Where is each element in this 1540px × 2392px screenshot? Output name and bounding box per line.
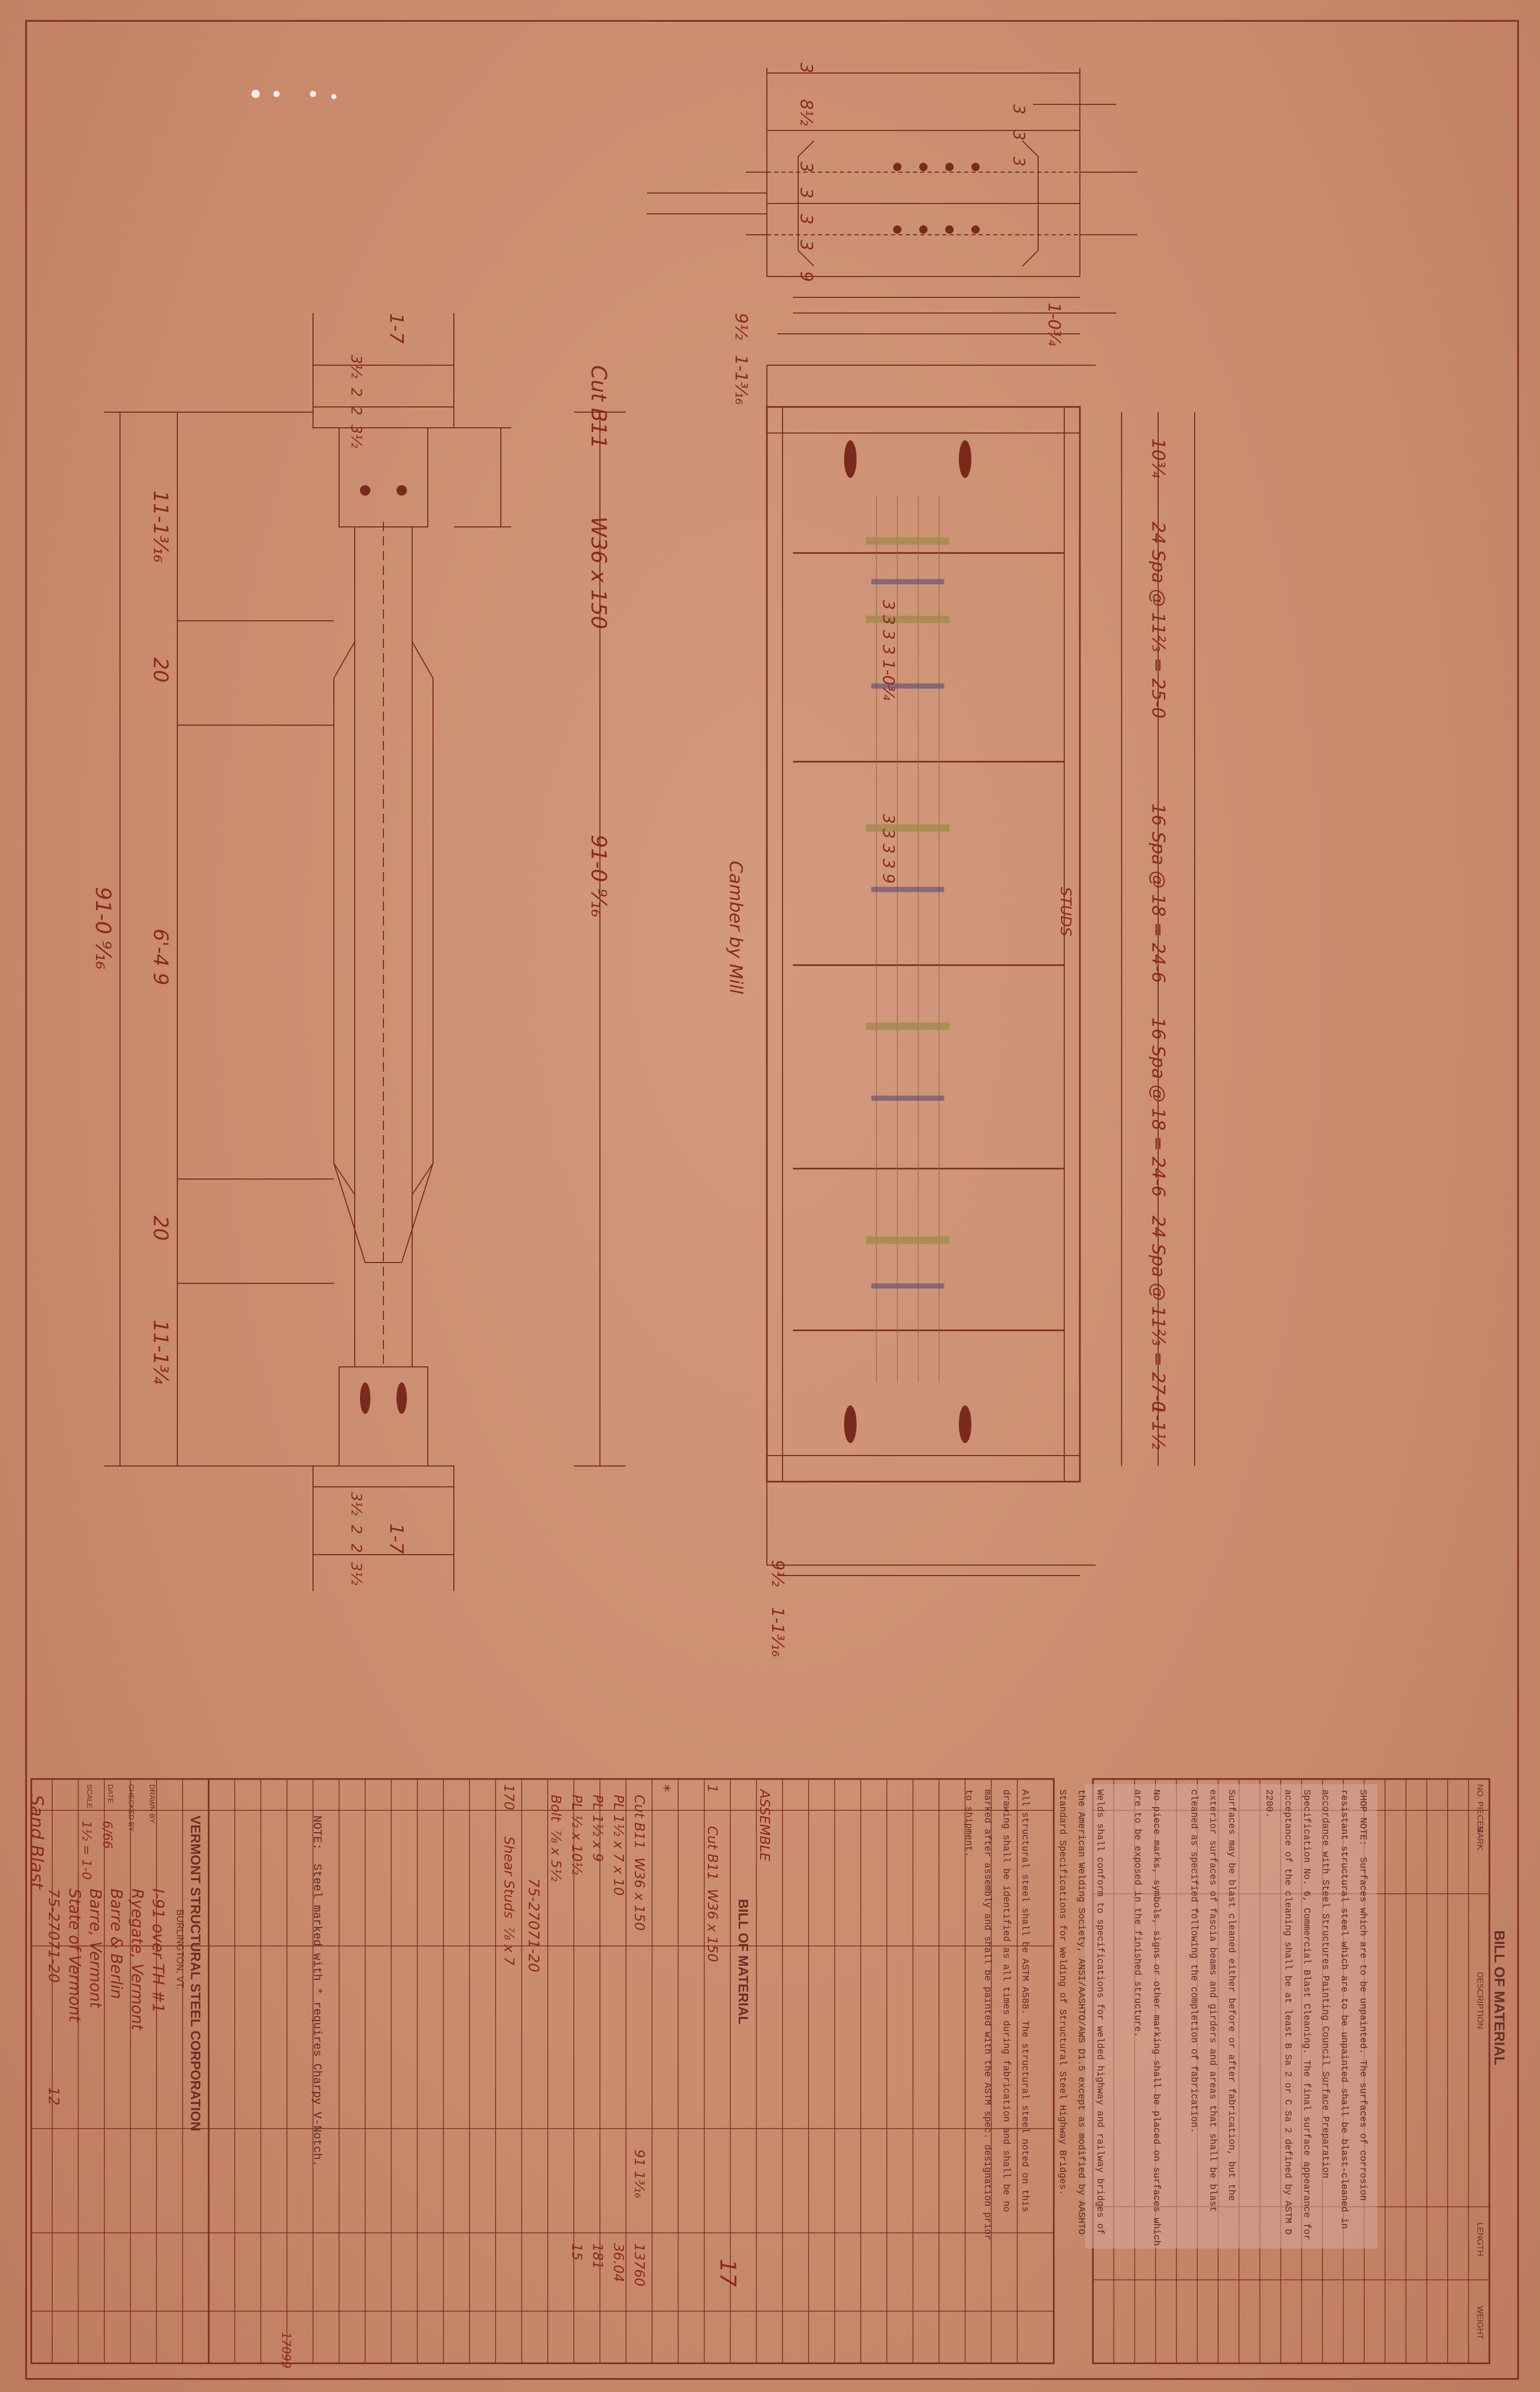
top-total-dim: 1-0¾ xyxy=(1044,303,1064,346)
sheet-circle-no: 17 xyxy=(715,2259,741,2287)
bom-row-5-desc: PL ½ x 10½ xyxy=(569,1795,584,1875)
bom-job-no: 75-27071-20 xyxy=(525,1878,543,1973)
top-inner-1: 3 xyxy=(1009,104,1028,115)
side-mark-top: 3½ 2 2 3½ xyxy=(348,355,365,448)
side-center: 6'-4 9 xyxy=(149,929,172,985)
architect: State of Vermont xyxy=(65,1889,83,2022)
elev-bot-dim-1: 9½ xyxy=(768,1560,788,1587)
bom2-title: BILL OF MATERIAL xyxy=(736,1899,751,2025)
bom-h-length: LENGTH xyxy=(1475,2222,1484,2256)
bolt-holes xyxy=(360,163,980,1443)
top-dim-5: 3 xyxy=(797,214,816,225)
girder-elevation xyxy=(766,333,1195,1576)
bom-row-7-desc: Shear Studs ⅞ x 7 xyxy=(501,1836,516,1966)
bom-row-6-desc: Bolt ⅞ x 5½ xyxy=(548,1795,563,1882)
shear-studs xyxy=(876,496,940,1383)
assembly-label: ASSEMBLE xyxy=(756,1789,772,1861)
stiffeners xyxy=(793,552,1064,1331)
stud-spacing-4: 16 Spa @ 18 = 24-6 xyxy=(1148,1017,1169,1197)
side-dim-2: 20 xyxy=(149,657,172,683)
shop-note: SHOP NOTE: Surfaces which are to be unpa… xyxy=(963,1789,1368,2246)
project: I-91 over TH #1 xyxy=(149,1889,167,2013)
bom-row-3-wt: 36.04 xyxy=(610,2243,626,2282)
bom-row-0-desc: Cut B11 W36 x 150 xyxy=(704,1826,720,1962)
elev-top-dim-1: 9½ xyxy=(731,313,751,340)
stud-row-2: 3 3 3 3 9 xyxy=(879,814,897,884)
side-view xyxy=(104,313,511,1591)
stud-spacing-3: 16 Spa @ 18 = 24-6 xyxy=(1148,803,1169,983)
sheet-no: 12 xyxy=(45,2087,63,2106)
side-dim-3: 20 xyxy=(149,1216,172,1241)
beam-mark: Cut B11 xyxy=(586,365,610,449)
company-city: BURLINGTON, VT. xyxy=(175,1909,185,1990)
top-inner-3: 3 xyxy=(1009,157,1028,167)
top-dim-3: 3 xyxy=(797,162,816,173)
signature: Sand Blast xyxy=(26,1795,47,1890)
bom-h-desc: DESCRIPTION xyxy=(1475,1972,1484,2029)
company-name: VERMONT STRUCTURAL STEEL CORPORATION xyxy=(188,1816,203,2132)
stud-markers xyxy=(866,537,949,1289)
bom-row-5-wt: 15 xyxy=(569,2243,584,2261)
scale: 1½ = 1-0 xyxy=(79,1821,94,1880)
side-dim-4: 11-1¾ xyxy=(149,1320,172,1385)
location: Ryegate, Vermont xyxy=(128,1889,146,2030)
stud-row-1: 3 3 3 3 1-0¾ xyxy=(879,600,897,701)
bom-row-0-qty: 1 xyxy=(704,1784,720,1793)
bom-h-mark: MARK xyxy=(1475,1826,1484,1850)
center-dimension xyxy=(574,412,626,1467)
bom-h-pieces: NO. PIECES xyxy=(1475,1784,1484,1832)
stud-spacing-2: 24 Spa @ 11⅔ = 25-0 xyxy=(1148,522,1169,719)
top-plan-view xyxy=(647,68,1137,314)
charpy-note: NOTE: Steel marked with * requires Charp… xyxy=(310,1816,323,2167)
elev-bot-dim-2: 1-1³⁄₁₆ xyxy=(768,1607,788,1657)
beam-length: 91-0 ⁹⁄₁₆ xyxy=(586,835,610,918)
checked-label: CHECKED BY xyxy=(127,1784,136,1832)
scale-label: SCALE xyxy=(86,1784,94,1808)
top-inner-2: 3 xyxy=(1009,130,1028,141)
drawn-label: DRAWN BY xyxy=(148,1784,157,1823)
top-dim-6: 3 xyxy=(797,240,816,251)
total-weight: 17099 xyxy=(279,2332,292,2369)
side-mark-bottom: 3½ 2 2 3½ xyxy=(348,1492,365,1585)
bom-row-2-wt: 13760 xyxy=(631,2243,647,2287)
bom-row-1-mark: * xyxy=(655,1784,673,1792)
side-total: 91-0 ⁹⁄₁₆ xyxy=(91,887,115,970)
bom-title: BILL OF MATERIAL xyxy=(1491,1930,1508,2065)
top-dim-7: 9 xyxy=(797,271,816,282)
stud-spacing-5: 24 Spa @ 11⅔ = 27-0 xyxy=(1148,1216,1169,1413)
side-bottom-width: 1-7 xyxy=(386,1523,407,1554)
punch-holes xyxy=(251,90,336,99)
bom-row-2-desc: Cut B11 W36 x 150 xyxy=(631,1795,647,1931)
elev-top-dim-2: 1-1³⁄₁₆ xyxy=(731,355,751,405)
bom-row-4-wt: 181 xyxy=(589,2243,605,2269)
job-no: 75-27071-20 xyxy=(45,1889,63,1983)
bom-row-3-desc: PL 1½ x 7 x 10 xyxy=(610,1795,626,1896)
top-dim-1: 3 xyxy=(797,63,816,74)
studs-label: STUDS xyxy=(1057,887,1075,936)
date: 6/66 xyxy=(100,1821,115,1849)
bom-row-7-qty: 170 xyxy=(501,1784,516,1810)
side-top-width: 1-7 xyxy=(386,313,407,344)
top-dim-2: 8½ xyxy=(797,99,816,126)
customer: Barre, Vermont xyxy=(86,1889,104,2009)
bom-row-2-len: 91 1³⁄₁₆ xyxy=(631,2149,647,2198)
beam-section: W36 x 150 xyxy=(586,516,610,629)
bom-grid xyxy=(30,1778,1490,2364)
bom-h-weight: WEIGHT xyxy=(1475,2306,1484,2339)
stud-spacing-1: 10¾ xyxy=(1148,438,1169,478)
location2: Barre & Berlin xyxy=(107,1889,125,1999)
side-dim-1: 11-1³⁄₁₆ xyxy=(149,490,172,563)
top-dim-4: 3 xyxy=(797,188,816,199)
bom-row-4-desc: PL 1½ x 9 xyxy=(589,1795,605,1862)
date-label: DATE xyxy=(106,1784,115,1804)
stud-spacing-6: 1-1½ xyxy=(1148,1403,1169,1450)
camber-note: Camber by Mill xyxy=(725,861,746,994)
sheet-border xyxy=(25,20,1519,2380)
shop-note-paper xyxy=(1085,1784,1377,2249)
